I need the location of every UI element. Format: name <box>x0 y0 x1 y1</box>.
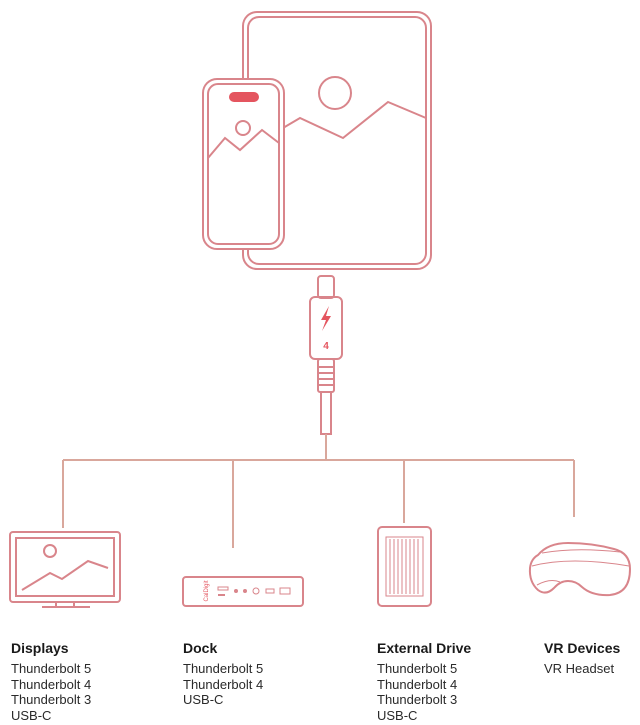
compatibility-item: Thunderbolt 3 <box>377 692 458 707</box>
compatibility-list: Thunderbolt 5 Thunderbolt 4 Thunderbolt … <box>11 661 91 723</box>
device-dock: Dock Thunderbolt 5 Thunderbolt 4 USB-C <box>183 640 263 708</box>
compatibility-item: Thunderbolt 5 <box>183 661 264 676</box>
thunderbolt-bolt-icon <box>321 306 331 331</box>
dock-icon: CalDigit <box>182 576 304 607</box>
dock-logo: CalDigit <box>204 580 210 601</box>
device-title: External Drive <box>377 640 472 656</box>
device-title: Dock <box>183 640 218 656</box>
phone-icon <box>202 78 285 250</box>
compatibility-item: USB-C <box>377 707 418 723</box>
device-displays: Displays Thunderbolt 5 Thunderbolt 4 Thu… <box>11 640 91 723</box>
compatibility-item: Thunderbolt 5 <box>377 661 458 676</box>
compatibility-item: USB-C <box>183 692 224 707</box>
compatibility-item: USB-C <box>11 707 52 723</box>
compatibility-item: VR Headset <box>544 661 615 676</box>
compatibility-item: Thunderbolt 3 <box>11 692 92 707</box>
external-drive-icon <box>377 526 432 607</box>
compatibility-list: Thunderbolt 5 Thunderbolt 4 Thunderbolt … <box>377 661 471 723</box>
compatibility-item: Thunderbolt 4 <box>11 676 92 692</box>
vr-headset-icon <box>528 541 632 597</box>
device-vr: VR Devices VR Headset <box>544 640 620 677</box>
compatibility-item: Thunderbolt 4 <box>183 676 264 692</box>
device-title: Displays <box>11 640 69 656</box>
thunderbolt-cable <box>309 275 343 435</box>
device-title: VR Devices <box>544 640 621 656</box>
device-external-drive: External Drive Thunderbolt 5 Thunderbolt… <box>377 640 471 723</box>
compatibility-list: VR Headset <box>544 661 620 677</box>
connection-lines <box>62 434 575 548</box>
monitor-icon <box>9 531 121 608</box>
connector-number: 4 <box>323 341 329 352</box>
compatibility-item: Thunderbolt 4 <box>377 676 458 692</box>
compatibility-list: Thunderbolt 5 Thunderbolt 4 USB-C <box>183 661 263 708</box>
compatibility-item: Thunderbolt 5 <box>11 661 92 676</box>
